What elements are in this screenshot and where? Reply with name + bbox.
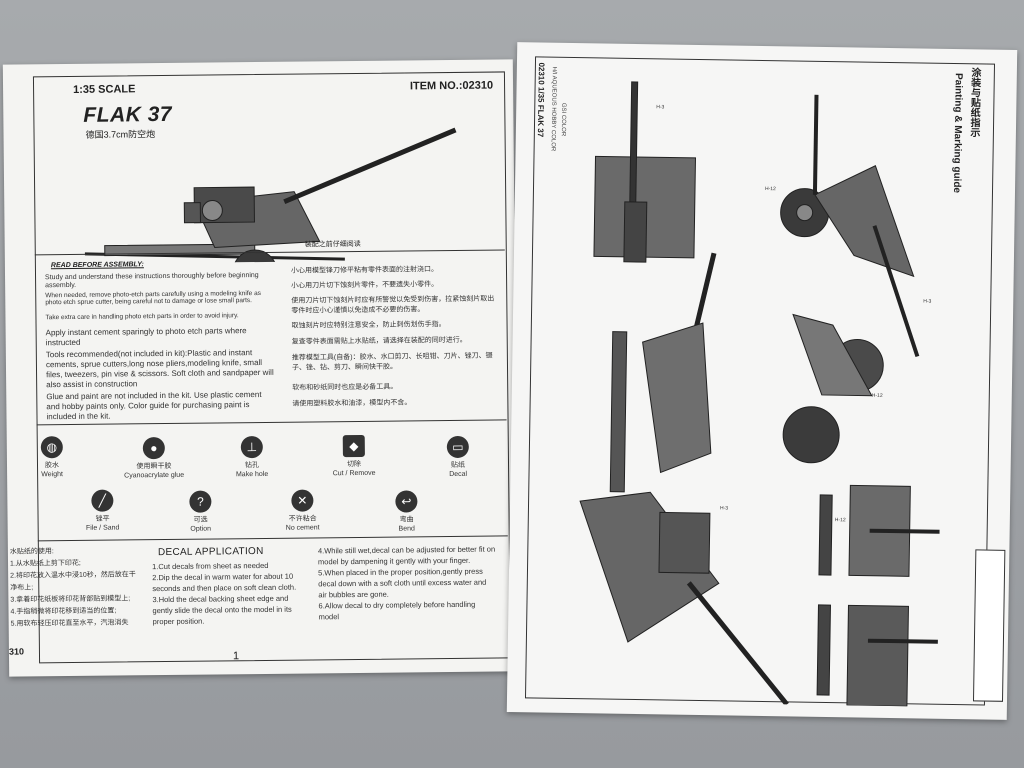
instruction-en-3: Apply instant cement sparingly to photo …: [45, 326, 247, 348]
cut-icon: ◆: [342, 434, 365, 458]
flak-gun-illustration: [84, 127, 457, 264]
side-title: 02310 1/35 FLAK 37: [535, 62, 546, 138]
instruction-en-0: Study and understand these instructions …: [45, 272, 259, 290]
item-code-partial: 310: [8, 646, 25, 657]
color-tag: H-12: [834, 517, 846, 524]
painting-guide-page-right: 涂装与贴纸指示 Painting & Marking guide 02310 1…: [506, 42, 1018, 720]
gun-views-illustration: [579, 81, 940, 707]
instruction-cn-0: 小心用模型锋刀修平粘有零件表面的注射浇口。: [290, 266, 439, 275]
instruction-cn-3: 取蚀刻片时应特别注意安全，防止刺伤划伤手指。: [291, 321, 446, 330]
color-tag: H-12: [764, 186, 776, 193]
drill-icon: ⊥: [240, 435, 263, 459]
side-subtitle-2: GSI COLOR: [559, 102, 567, 137]
item-number: ITEM NO.:02310: [409, 79, 494, 93]
decal-cn: 水贴纸的使用: 1.从水贴纸上剪下印花; 2.将印花放入温水中浸10秒，然后放在…: [9, 548, 136, 628]
page-number: 1: [232, 650, 240, 663]
instruction-en-5: Glue and paint are not included in the k…: [46, 389, 262, 422]
bend-icon: ↩: [395, 490, 418, 513]
instruction-cn-1: 小心用刀片切下蚀刻片零件，不要遗失小零件。: [291, 281, 439, 290]
instruction-cn-2: 使用刀片切下蚀刻片时应有所警觉以免受到伤害，拉紧蚀刻片取出零件时应小心谨慎以免造…: [291, 295, 495, 315]
instruction-en-1: When needed, remove photo-etch parts car…: [45, 289, 261, 307]
no-cement-icon: ✕: [291, 489, 314, 512]
drop-icon: ●: [142, 437, 165, 460]
decal-heading: DECAL APPLICATION: [157, 545, 264, 559]
file-icon: ╱: [91, 489, 114, 512]
color-tag: H-3: [923, 298, 932, 305]
decal-steps-2: 4.While still wet,decal can be adjusted …: [317, 544, 496, 622]
color-tag: H-3: [719, 505, 729, 512]
read-before-assembly-cn: 装配之前仔细阅读: [304, 240, 361, 249]
option-icon: ?: [189, 490, 212, 513]
color-tag: H-3: [656, 104, 665, 111]
decal-steps-1: 1.Cut decals from sheet as needed 2.Dip …: [152, 560, 297, 627]
scale-label: 1:35 SCALE: [73, 83, 136, 96]
read-before-assembly: READ BEFORE ASSEMBLY:: [50, 261, 144, 270]
instruction-en-4: Tools recommended(not included in kit):P…: [45, 348, 274, 390]
glue-icon: ◍: [40, 436, 63, 459]
page-title-cn: 涂装与贴纸指示: [967, 67, 980, 138]
page-title-en: Painting & Marking guide: [950, 72, 964, 194]
instruction-cn-5: 推荐模型工具(自备)：胶水、水口剪刀、长咀钳、刀片、锉刀、镊子、锉、钻、剪刀、瞬…: [291, 352, 493, 372]
instruction-page-left: 1:35 SCALE ITEM NO.:02310 FLAK 37 德国3.7c…: [2, 59, 520, 677]
color-table: [972, 549, 1006, 702]
color-tag: H-12: [871, 392, 883, 399]
decal-icon: ▭: [446, 435, 469, 459]
